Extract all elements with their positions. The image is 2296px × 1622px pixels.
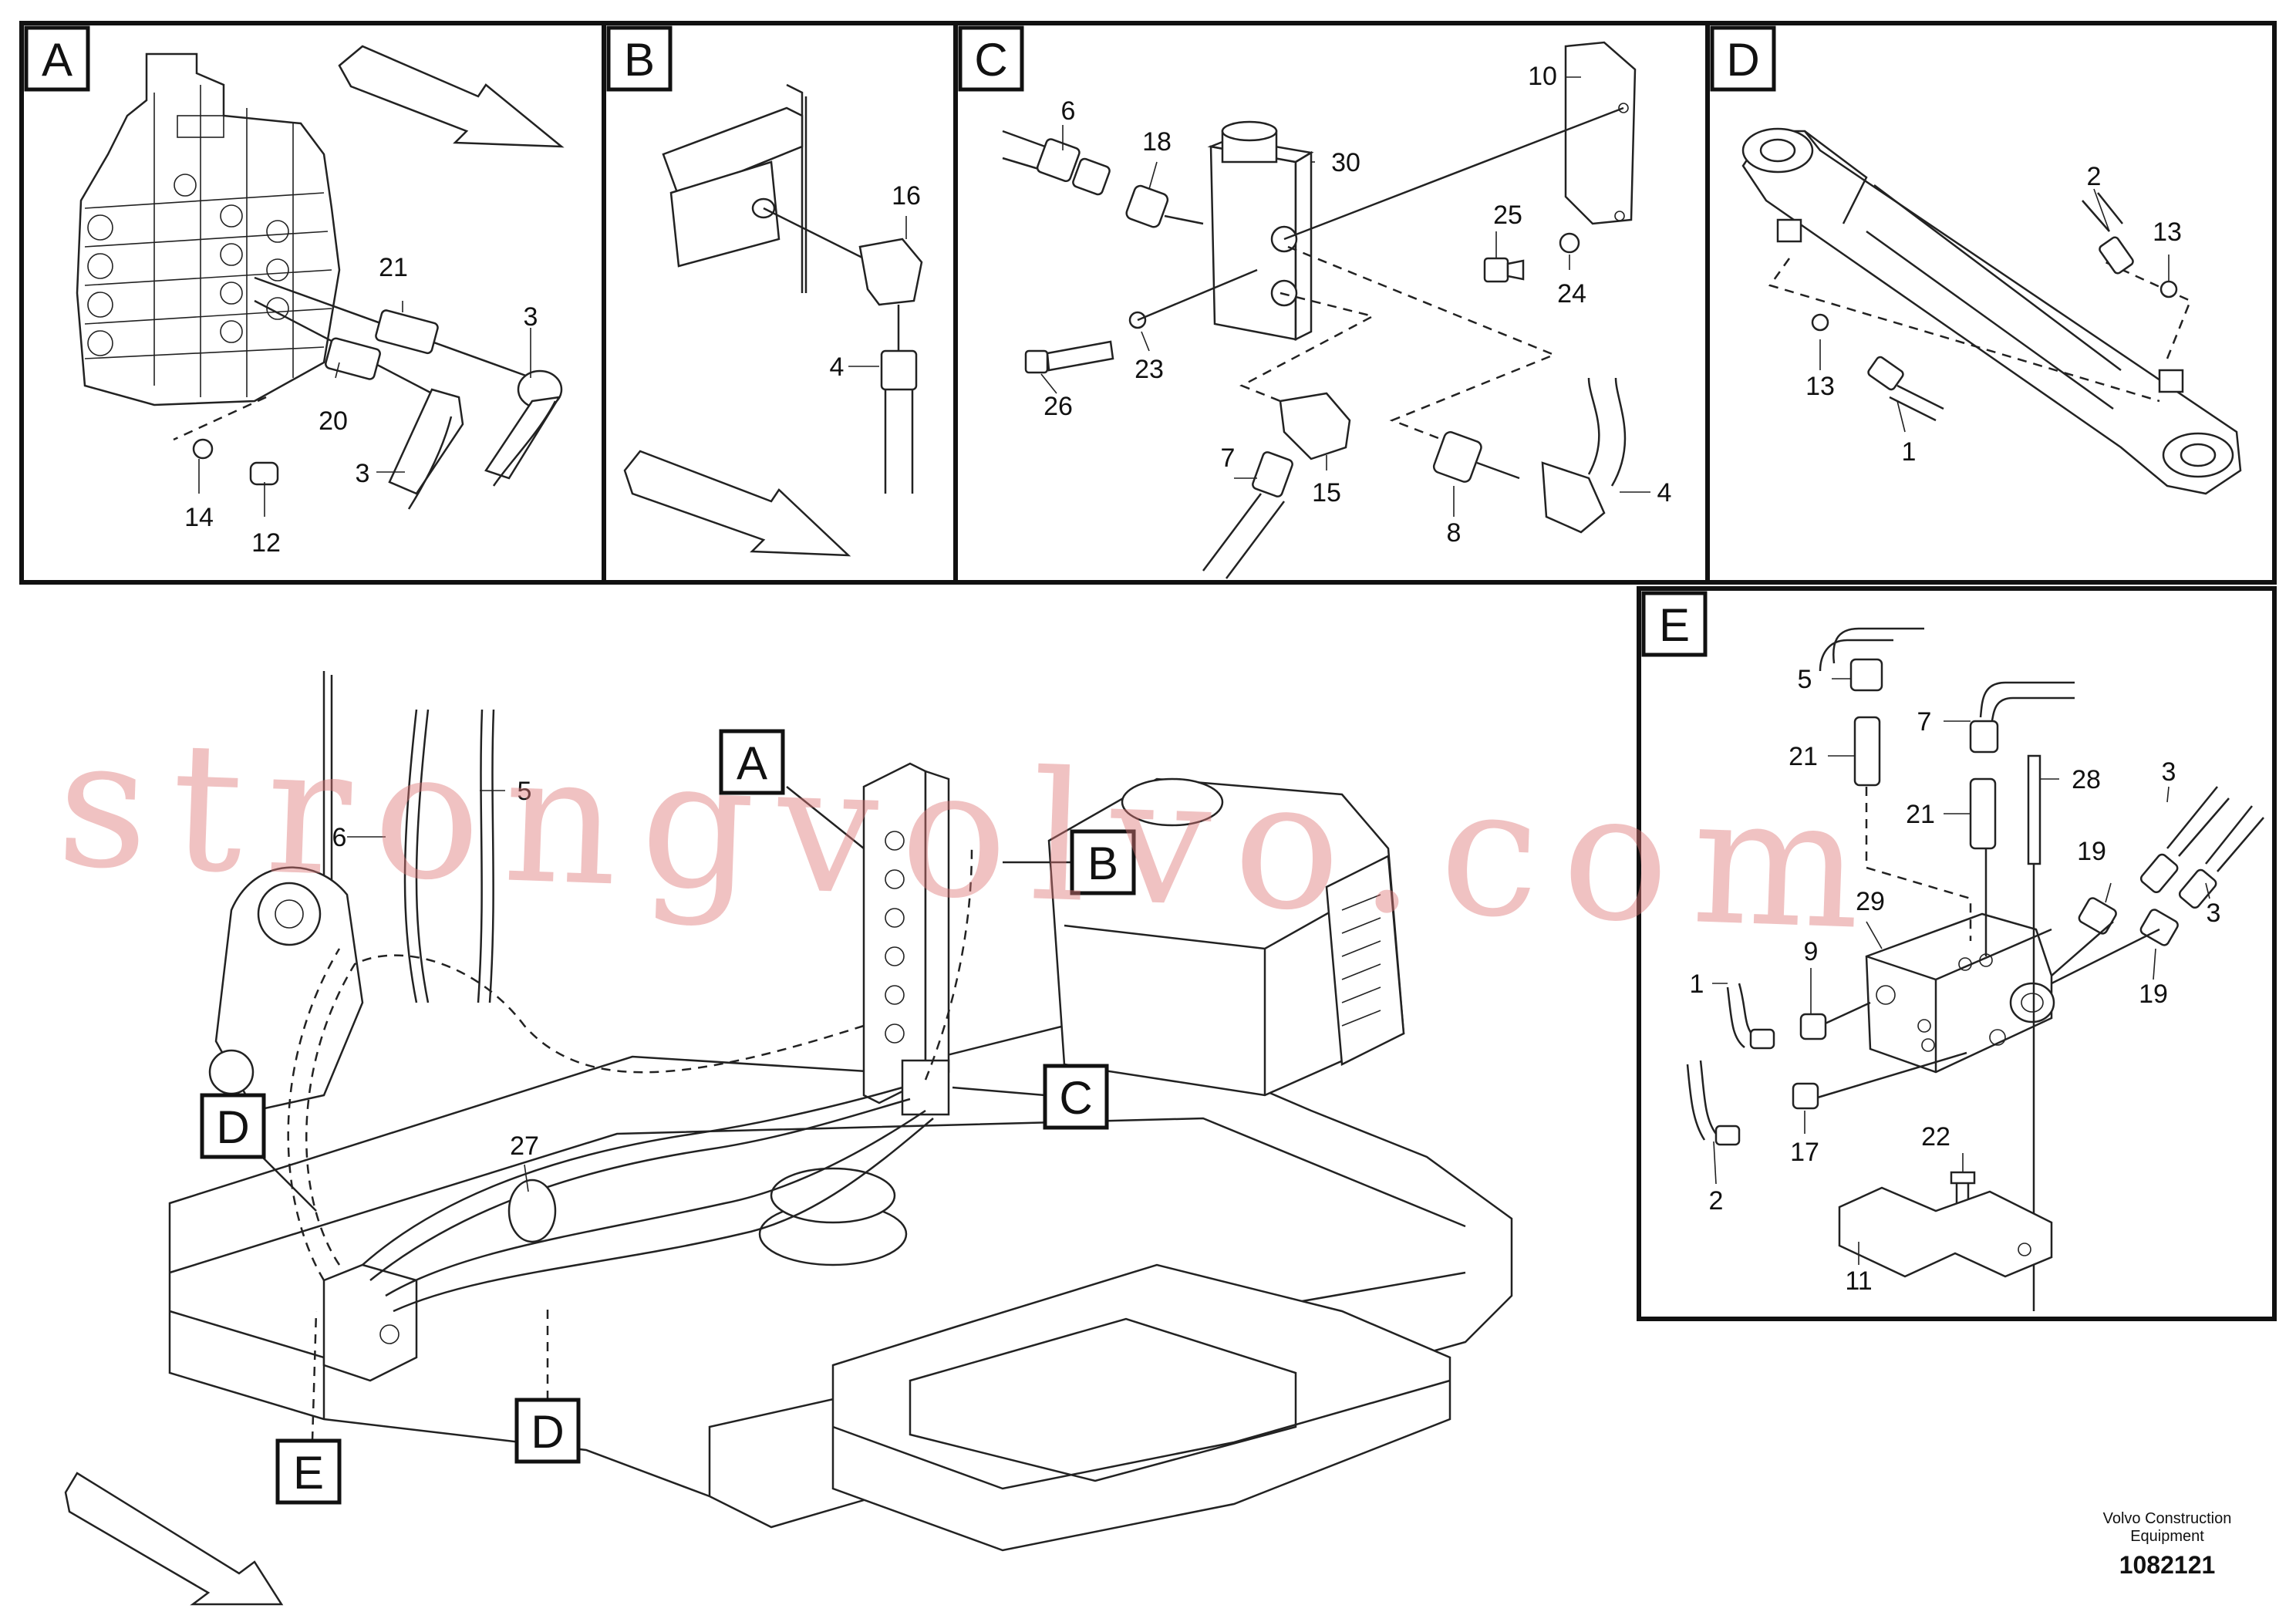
panel-d-drawing: 2 13 13 1 (1741, 127, 2242, 495)
svg-text:3: 3 (356, 459, 370, 488)
svg-text:16: 16 (892, 181, 921, 211)
callout-c: C (952, 1064, 1109, 1130)
svg-text:25: 25 (1493, 201, 1522, 230)
svg-text:3: 3 (524, 302, 538, 332)
svg-text:2: 2 (2087, 162, 2102, 191)
svg-text:D: D (1726, 34, 1759, 86)
svg-text:30: 30 (1331, 148, 1360, 177)
panel-tag-a: A (24, 25, 90, 92)
svg-text:Equipment: Equipment (2130, 1528, 2204, 1545)
svg-text:5: 5 (1798, 665, 1812, 694)
panel-c-drawing: 6 18 30 10 25 24 26 23 7 15 8 4 (1002, 41, 1672, 579)
panel-frames (19, 21, 2277, 1321)
svg-text:13: 13 (1805, 372, 1835, 401)
svg-text:12: 12 (251, 528, 281, 558)
panel-tag-c: C (958, 25, 1024, 92)
svg-text:C: C (974, 34, 1007, 86)
svg-text:11: 11 (1845, 1266, 1872, 1296)
svg-text:22: 22 (1921, 1122, 1950, 1152)
svg-text:9: 9 (1804, 937, 1819, 966)
svg-text:7: 7 (1221, 443, 1236, 473)
svg-text:A: A (42, 34, 72, 86)
svg-text:E: E (293, 1447, 324, 1499)
svg-text:C: C (1059, 1072, 1092, 1124)
svg-text:23: 23 (1135, 355, 1164, 384)
svg-text:19: 19 (2139, 980, 2168, 1009)
svg-text:28: 28 (2072, 765, 2101, 794)
svg-text:20: 20 (319, 406, 348, 436)
callout-e: E (275, 1310, 342, 1505)
svg-text:15: 15 (1312, 478, 1341, 508)
svg-text:2: 2 (1709, 1186, 1724, 1216)
callout-a: A (719, 729, 865, 849)
svg-text:1: 1 (1902, 437, 1917, 467)
svg-text:6: 6 (332, 823, 347, 852)
svg-text:17: 17 (1790, 1138, 1819, 1167)
svg-text:D: D (216, 1101, 249, 1153)
svg-text:A: A (737, 737, 767, 789)
footer: Volvo Construction Equipment 1082121 (2103, 1510, 2232, 1579)
svg-text:D: D (531, 1406, 564, 1458)
panel-tag-b: B (606, 25, 673, 92)
svg-text:24: 24 (1557, 279, 1586, 309)
svg-text:29: 29 (1856, 887, 1885, 916)
svg-text:B: B (1087, 838, 1118, 889)
svg-text:4: 4 (1657, 478, 1672, 508)
svg-text:19: 19 (2077, 837, 2106, 866)
svg-text:6: 6 (1061, 96, 1076, 126)
svg-text:5: 5 (518, 777, 532, 806)
svg-text:21: 21 (379, 253, 408, 282)
svg-text:1: 1 (1690, 969, 1704, 999)
svg-text:21: 21 (1906, 800, 1935, 829)
main-assembly-drawing: 5 6 27 (64, 671, 1513, 1606)
svg-text:3: 3 (2162, 757, 2176, 787)
svg-text:1082121: 1082121 (2119, 1551, 2216, 1579)
svg-text:18: 18 (1142, 127, 1172, 157)
callout-d-bottom: D (514, 1303, 581, 1464)
svg-text:21: 21 (1789, 742, 1818, 771)
svg-text:4: 4 (830, 352, 845, 382)
svg-text:26: 26 (1043, 392, 1073, 421)
callout-d-left: D (200, 1093, 317, 1212)
svg-text:B: B (624, 34, 655, 86)
panel-a-drawing: 21 3 20 3 14 12 (76, 45, 565, 558)
svg-text:Volvo Construction: Volvo Construction (2103, 1510, 2232, 1527)
svg-text:27: 27 (510, 1131, 539, 1161)
panel-tag-e: E (1641, 591, 1708, 657)
svg-text:3: 3 (2207, 899, 2221, 928)
svg-text:14: 14 (184, 503, 214, 532)
svg-text:10: 10 (1528, 62, 1557, 91)
svg-text:8: 8 (1447, 518, 1462, 548)
svg-text:7: 7 (1917, 707, 1932, 737)
panel-b-drawing: 16 4 (623, 83, 923, 557)
panel-e-drawing: 5 7 21 28 21 3 19 3 29 9 1 19 22 17 2 11 (1686, 627, 2264, 1311)
callout-b: B (1003, 829, 1136, 895)
svg-text:E: E (1659, 599, 1690, 651)
panel-tag-d: D (1710, 25, 1776, 92)
svg-text:13: 13 (2153, 218, 2182, 247)
